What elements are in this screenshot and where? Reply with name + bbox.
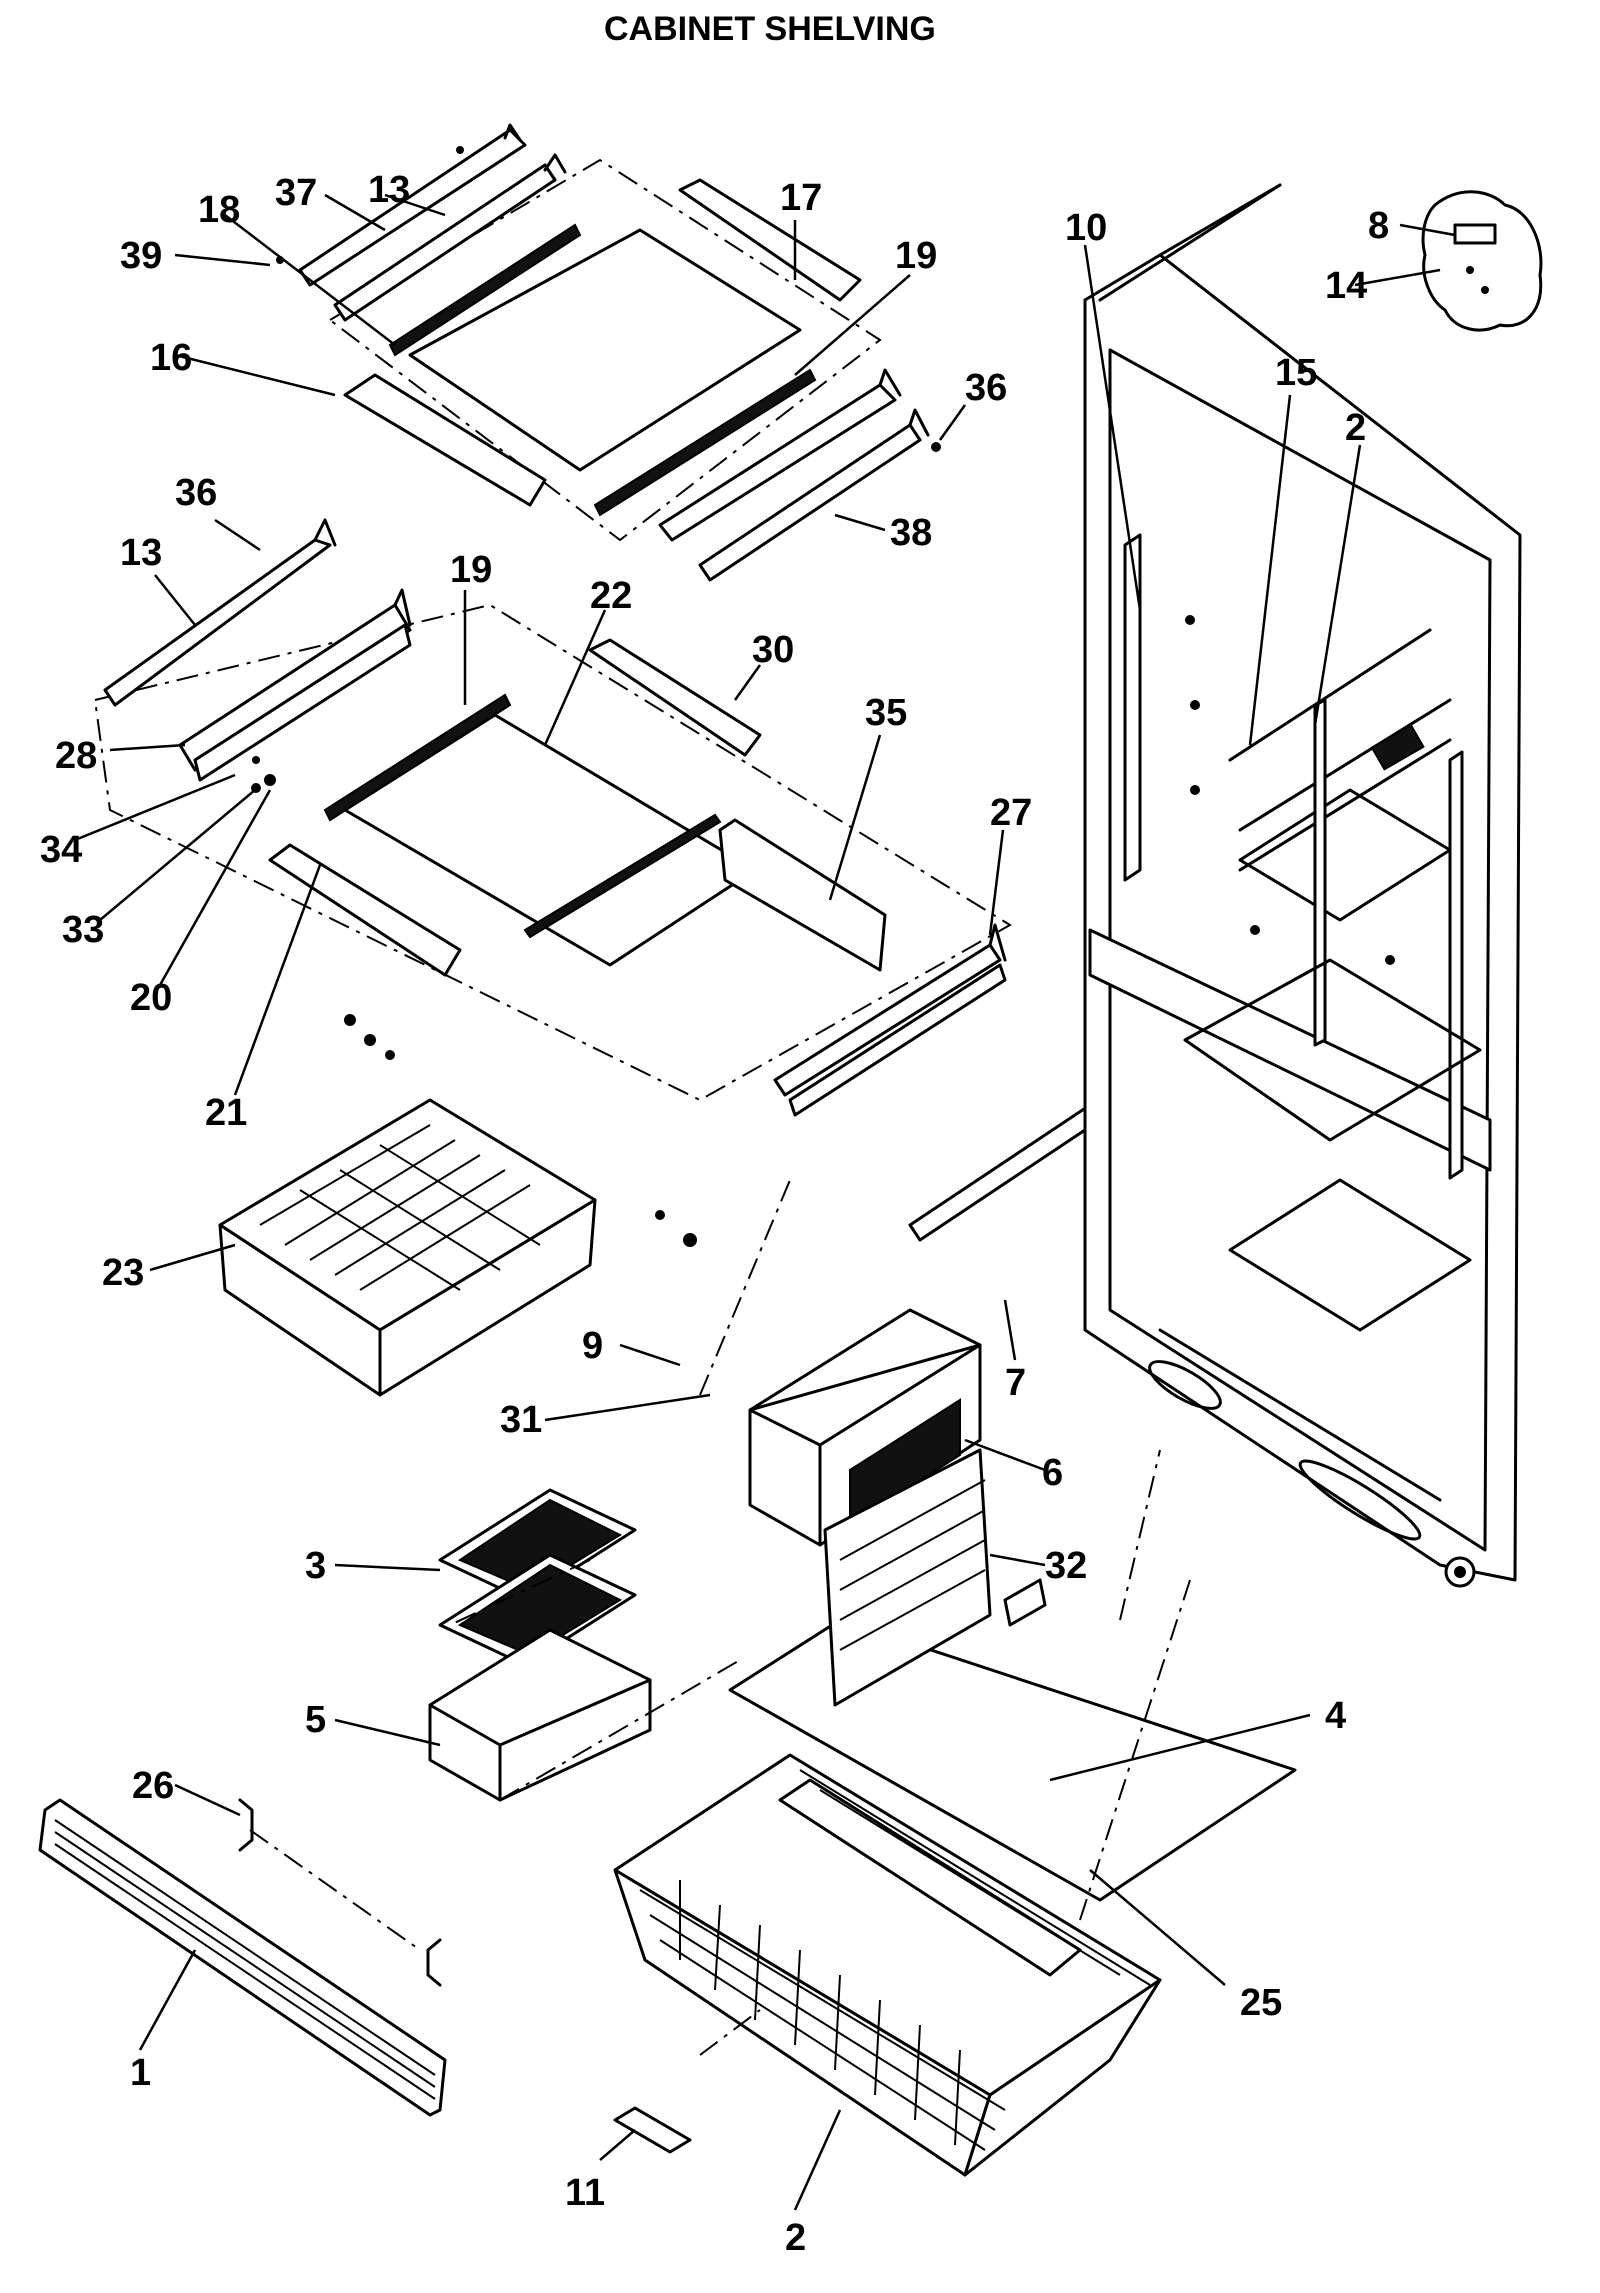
callout-14: 14 [1325, 265, 1367, 307]
callout-20: 20 [130, 977, 172, 1019]
callout-36-right: 36 [965, 367, 1007, 409]
callout-19-upper: 19 [895, 235, 937, 277]
callout-33: 33 [62, 909, 104, 951]
callout-4: 4 [1325, 1695, 1346, 1737]
callout-28: 28 [55, 735, 97, 777]
upper-shelf-assembly [276, 123, 941, 582]
upper-shelf-front-trim [343, 373, 547, 507]
callout-15: 15 [1275, 352, 1317, 394]
callout-7: 7 [1005, 1362, 1026, 1404]
callout-2-basket: 2 [785, 2217, 806, 2259]
crisper-drawer [218, 1014, 697, 1397]
callout-10: 10 [1065, 207, 1107, 249]
upper-glass-shelf [408, 228, 802, 472]
callout-16: 16 [150, 337, 192, 379]
callout-11: 11 [565, 2172, 605, 2214]
leader-lines [74, 193, 1456, 2211]
callout-21: 21 [205, 1092, 247, 1134]
callout-38: 38 [890, 512, 932, 554]
ice-maker-housing [748, 1308, 982, 1547]
wire-basket [613, 1753, 1162, 2177]
upper-strip-left [388, 223, 582, 357]
grille-clips [238, 1798, 442, 1987]
detail-inset [1421, 190, 1543, 332]
callout-30: 30 [752, 629, 794, 671]
callout-26: 26 [132, 1765, 174, 1807]
callout-25: 25 [1240, 1982, 1282, 2024]
freezer-shelf [728, 1448, 1297, 1902]
middle-strip [323, 693, 512, 822]
upper-right-support [698, 423, 922, 582]
callout-19-middle: 19 [450, 549, 492, 591]
middle-front-trim [268, 843, 462, 977]
middle-shelf-assembly [93, 518, 1137, 1242]
upper-strip-right [593, 368, 817, 517]
callout-2-cabinet: 2 [1345, 407, 1366, 449]
callout-31: 31 [500, 1399, 542, 1441]
upper-right-rail [658, 383, 897, 542]
upper-left-support [333, 163, 557, 322]
front-grille [38, 1798, 447, 2117]
middle-divider [718, 818, 887, 972]
callout-9: 9 [582, 1325, 603, 1367]
refrigerator-cabinet [1083, 183, 1522, 1588]
upper-shelf-rear-trim [678, 178, 862, 302]
diagram-title: CABINET SHELVING [604, 10, 936, 48]
middle-left-rail [103, 538, 332, 707]
upper-left-rail [298, 128, 527, 287]
ice-trays [428, 1488, 652, 1802]
callout-17: 17 [780, 177, 822, 219]
small-part-11 [613, 2106, 692, 2154]
callout-27: 27 [990, 792, 1032, 834]
middle-left-bracket [178, 603, 412, 772]
callout-5: 5 [305, 1699, 326, 1741]
middle-right-rail [773, 943, 1002, 1097]
callout-39: 39 [120, 235, 162, 277]
callout-13-left: 13 [120, 532, 162, 574]
callout-37: 37 [275, 172, 317, 214]
middle-rear-trim [588, 638, 762, 757]
callout-1: 1 [130, 2052, 151, 2094]
callout-35: 35 [865, 692, 907, 734]
callout-34: 34 [40, 829, 82, 871]
callout-22: 22 [590, 575, 632, 617]
callout-8: 8 [1368, 205, 1389, 247]
callout-36-left: 36 [175, 472, 217, 514]
callout-6: 6 [1042, 1452, 1063, 1494]
callout-23: 23 [102, 1252, 144, 1294]
callout-13-upper: 13 [368, 169, 410, 211]
callout-labels: 39 18 37 13 16 17 19 36 38 36 13 19 22 3… [40, 169, 1389, 2259]
callout-18: 18 [198, 189, 240, 231]
callout-3: 3 [305, 1545, 326, 1587]
callout-32: 32 [1045, 1545, 1087, 1587]
